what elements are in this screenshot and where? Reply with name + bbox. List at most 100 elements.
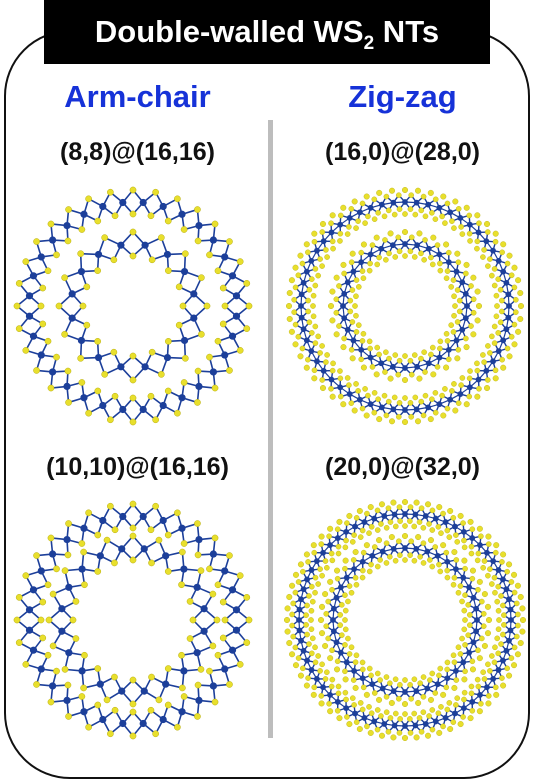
sulfur-atom — [371, 544, 378, 550]
sulfur-atom — [383, 540, 390, 546]
sulfur-atom — [469, 567, 476, 574]
sulfur-atom — [397, 552, 403, 559]
sulfur-atom — [94, 217, 102, 225]
sulfur-atom — [299, 345, 306, 352]
sulfur-atom — [439, 392, 445, 399]
tungsten-atom — [445, 259, 452, 266]
sulfur-atom — [475, 647, 481, 654]
sulfur-atom — [408, 192, 415, 198]
sulfur-atom — [335, 543, 342, 550]
tungsten-atom — [483, 367, 490, 374]
sulfur-atom — [322, 591, 329, 598]
sulfur-atom — [376, 416, 383, 423]
tungsten-atom — [337, 221, 344, 228]
sulfur-atom — [513, 600, 520, 607]
tungsten-atom — [118, 687, 126, 695]
sulfur-atom — [383, 257, 389, 263]
sulfur-atom — [308, 583, 315, 590]
tungsten-atom — [351, 566, 357, 572]
sulfur-atom — [511, 284, 518, 291]
sulfur-atom — [45, 616, 53, 624]
sulfur-atom — [511, 341, 518, 348]
sulfur-atom — [459, 231, 466, 237]
sulfur-atom — [461, 626, 468, 633]
tungsten-atom — [346, 391, 353, 397]
sulfur-atom — [495, 330, 502, 336]
sulfur-atom — [454, 287, 461, 293]
sulfur-atom — [474, 360, 480, 367]
sulfur-atom — [389, 187, 396, 194]
sulfur-atom — [198, 274, 205, 282]
tungsten-atom — [330, 605, 337, 612]
sulfur-atom — [501, 612, 507, 618]
tungsten-atom — [159, 516, 167, 525]
tungsten-atom — [466, 649, 473, 656]
tungsten-atom — [337, 384, 344, 391]
sulfur-atom — [111, 212, 119, 220]
sulfur-atom — [385, 398, 392, 405]
sulfur-atom — [194, 237, 202, 245]
sulfur-atom — [329, 676, 336, 683]
sulfur-atom — [155, 696, 163, 704]
sulfur-atom — [219, 598, 227, 606]
tungsten-atom — [163, 353, 172, 362]
sulfur-atom — [432, 196, 439, 203]
sulfur-atom — [485, 263, 491, 269]
sulfur-atom — [194, 681, 202, 689]
sulfur-atom — [319, 385, 326, 392]
tungsten-atom — [469, 699, 476, 705]
sulfur-atom — [506, 252, 513, 259]
sulfur-atom — [342, 544, 349, 551]
tungsten-atom — [118, 545, 126, 553]
sulfur-atom — [396, 357, 403, 364]
sulfur-atom — [39, 320, 47, 328]
sulfur-atom — [357, 534, 364, 540]
tungsten-atom — [195, 222, 203, 230]
tungsten-atom — [490, 558, 497, 565]
sulfur-atom — [292, 284, 299, 291]
sulfur-atom — [499, 249, 505, 256]
sulfur-atom — [501, 622, 507, 628]
tungsten-atom — [314, 247, 320, 254]
tungsten-atom — [308, 348, 315, 355]
sulfur-atom — [245, 616, 253, 624]
tungsten-atom — [77, 336, 86, 345]
sulfur-atom — [493, 691, 500, 698]
sulfur-atom — [312, 659, 319, 666]
sulfur-atom — [348, 644, 355, 651]
sulfur-atom — [376, 696, 383, 703]
sulfur-atom — [152, 416, 159, 424]
sulfur-atom — [396, 538, 402, 545]
sulfur-atom — [430, 371, 437, 378]
sulfur-atom — [300, 665, 306, 672]
sulfur-atom — [286, 290, 293, 297]
sulfur-atom — [413, 499, 420, 506]
sulfur-atom — [315, 653, 321, 659]
sulfur-atom — [375, 396, 381, 403]
tungsten-atom — [432, 718, 439, 725]
sulfur-atom — [434, 364, 441, 370]
sulfur-atom — [467, 518, 474, 525]
sulfur-atom — [214, 651, 222, 659]
tungsten-atom — [390, 406, 397, 413]
sulfur-atom — [396, 504, 403, 510]
sulfur-atom — [365, 392, 371, 399]
sulfur-atom — [306, 319, 313, 326]
tungsten-atom — [359, 558, 366, 565]
sulfur-atom — [390, 499, 397, 506]
tungsten-atom — [381, 721, 388, 727]
sulfur-atom — [383, 525, 390, 531]
sulfur-atom — [323, 623, 330, 629]
sulfur-atom — [392, 676, 399, 683]
sulfur-atom — [429, 261, 436, 268]
sulfur-atom — [326, 700, 332, 707]
sulfur-atom — [198, 330, 205, 338]
sulfur-atom — [500, 364, 507, 371]
sulfur-atom — [83, 321, 91, 329]
sulfur-atom — [356, 726, 363, 733]
tungsten-atom — [300, 279, 307, 286]
sulfur-atom — [22, 572, 30, 579]
sulfur-atom — [481, 642, 488, 649]
sulfur-atom — [420, 540, 427, 546]
armchair-heading: Arm-chair — [64, 79, 211, 114]
